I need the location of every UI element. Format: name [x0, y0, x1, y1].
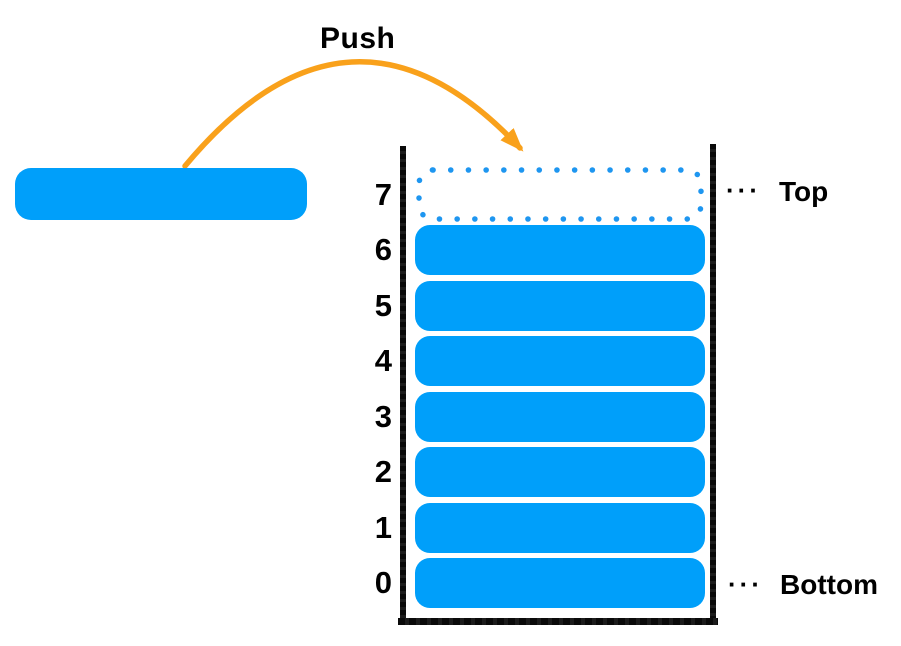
stack-slot-row-0: 0 — [352, 558, 705, 608]
stack-slot-row-2: 2 — [352, 447, 705, 497]
slot-index-label: 5 — [374, 288, 392, 323]
stack-slot-block — [415, 281, 705, 331]
stack-slot-row-4: 4 — [352, 336, 705, 386]
slot-index-label: 7 — [374, 176, 392, 212]
stack-slot-block — [415, 503, 705, 553]
new-element-block — [15, 168, 307, 220]
stack-slot-block — [415, 392, 705, 442]
stack-slot-block — [415, 336, 705, 386]
stack-slot-block — [415, 225, 705, 275]
stack-slot-block — [415, 447, 705, 497]
slot-index-label: 3 — [374, 399, 392, 434]
stack-slot-row-1: 1 — [352, 503, 705, 553]
stack-slot-block — [415, 558, 705, 608]
top-label: Top — [779, 176, 829, 207]
dotted-slot-outline — [416, 167, 704, 222]
push-arrow-curve — [182, 59, 524, 169]
stack-wall-left — [400, 146, 406, 625]
stack-slot-empty-dotted — [416, 167, 704, 222]
slot-index-label: 4 — [374, 343, 392, 378]
slot-index-label: 1 — [374, 510, 392, 545]
stack-slot-row-6: 6 — [352, 225, 705, 275]
push-arrow-icon — [182, 59, 524, 169]
bottom-ellipsis: ··· — [728, 569, 763, 599]
stack-wall-bottom — [398, 618, 718, 625]
stack-slot-row-7: 7 — [352, 166, 705, 223]
slot-index-label: 0 — [374, 565, 392, 600]
stack-slot-row-3: 3 — [352, 392, 705, 442]
stack-wall-right — [710, 144, 716, 625]
bottom-label: Bottom — [780, 569, 878, 600]
top-ellipsis: ··· — [726, 175, 761, 205]
slot-index-label: 2 — [374, 454, 392, 489]
slot-index-label: 6 — [374, 232, 392, 267]
push-label: Push — [320, 22, 396, 55]
stack-slot-row-5: 5 — [352, 281, 705, 331]
